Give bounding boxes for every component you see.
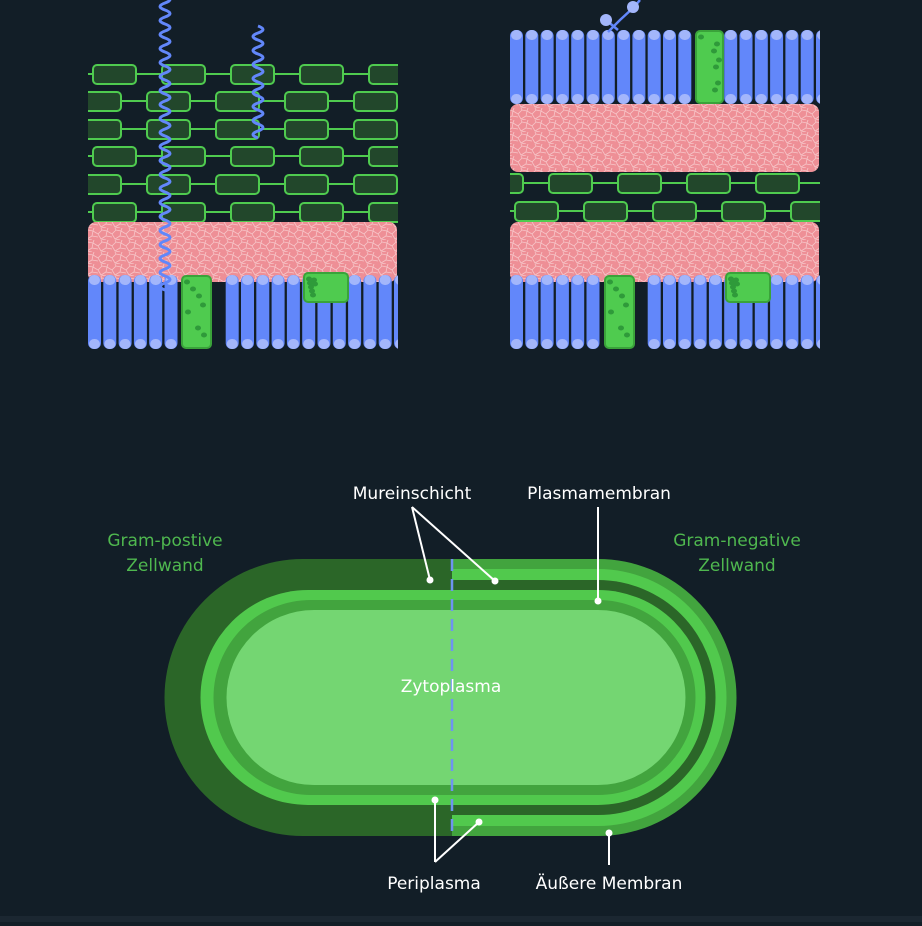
teichoic-acid-chains: [158, 0, 265, 292]
lipid: [785, 275, 799, 349]
lipid: [510, 30, 523, 104]
murein-strand: [510, 173, 820, 194]
outer-membrane-bilayer: [510, 30, 820, 104]
lipid: [647, 275, 661, 349]
lipid: [647, 30, 661, 104]
lipid: [149, 275, 163, 349]
bottom-strip: [0, 916, 922, 922]
lipid: [363, 275, 377, 349]
lipid: [256, 275, 270, 349]
lipid: [678, 275, 692, 349]
lipid: [555, 30, 569, 104]
lipid: [586, 30, 600, 104]
gram-negative-label: Gram-negative Zellwand: [673, 531, 801, 576]
lps-layer-upper: [510, 104, 819, 172]
polysaccharide-chain: [600, 0, 641, 33]
lipid: [678, 30, 692, 104]
lipid: [88, 275, 101, 349]
lipid: [586, 275, 600, 349]
lipid: [525, 275, 539, 349]
lipid: [271, 275, 285, 349]
lipid: [555, 275, 569, 349]
lipid: [693, 275, 707, 349]
murein-layer: [510, 173, 820, 222]
lipid: [816, 30, 820, 104]
murein-label: Mureinschicht: [353, 484, 472, 504]
gram-negative-panel: [510, 30, 820, 349]
murein-strand: [88, 64, 398, 85]
lipid: [601, 30, 615, 104]
plasma-membrane-label: Plasmamembran: [527, 484, 671, 504]
membrane-protein: [725, 272, 771, 303]
murein-strand: [88, 119, 398, 140]
murein-strand: [88, 146, 398, 167]
lipid: [632, 30, 646, 104]
outer-membrane-label: Äußere Membran: [536, 873, 683, 894]
gram-negative-label-line1: Gram-negative: [673, 531, 801, 551]
murein-strand: [88, 91, 398, 112]
plasma-membrane-callout: Plasmamembran: [527, 484, 671, 605]
lipid: [540, 275, 554, 349]
murein-strand: [88, 174, 398, 195]
gram-positive-panel: [88, 0, 398, 349]
lipid: [739, 30, 753, 104]
periplasm-label: Periplasma: [387, 874, 481, 894]
outer-membrane-callout: Äußere Membran: [536, 829, 683, 894]
teichoic-acid: [158, 0, 172, 292]
murein-layer: [88, 64, 398, 223]
gram-positive-label-line1: Gram-postive: [107, 531, 222, 551]
plasma-membrane-bilayer: [88, 272, 398, 349]
lps-layer-lower: [510, 222, 819, 282]
lipid: [724, 30, 738, 104]
murein-strand: [88, 202, 398, 223]
lps-layer: [88, 222, 397, 282]
lipid: [540, 30, 554, 104]
lipid: [770, 30, 784, 104]
lipid: [800, 30, 814, 104]
gram-positive-half: [164, 559, 452, 836]
lipid: [754, 30, 768, 104]
lipid: [617, 30, 631, 104]
lipid: [571, 30, 585, 104]
gram-negative-half: [452, 559, 737, 836]
membrane-protein: [604, 275, 635, 349]
lipid: [118, 275, 132, 349]
lipid: [571, 275, 585, 349]
lipid: [525, 30, 539, 104]
lipid: [241, 275, 254, 349]
periplasm-callout: Periplasma: [387, 796, 483, 894]
lipid: [510, 275, 523, 349]
lipid: [785, 30, 799, 104]
gram-positive-label-line2: Zellwand: [126, 556, 203, 576]
lipid: [133, 275, 147, 349]
lipid: [225, 275, 239, 349]
teichoic-acid: [251, 24, 265, 140]
lipid: [708, 275, 722, 349]
cytoplasm-label: Zytoplasma: [401, 677, 502, 697]
murein-strand: [510, 201, 820, 222]
lipid: [378, 275, 392, 349]
lipid: [770, 275, 784, 349]
lipid: [394, 275, 398, 349]
lipid: [663, 275, 676, 349]
lipid: [103, 275, 117, 349]
murein-callout: Mureinschicht: [353, 484, 499, 585]
gram-positive-label: Gram-postive Zellwand: [107, 531, 222, 576]
membrane-protein: [303, 272, 349, 303]
lipid: [800, 275, 814, 349]
bacterial-cell: Zytoplasma: [164, 559, 737, 836]
lipid: [663, 30, 676, 104]
lipid: [816, 275, 820, 349]
plasma-membrane-bilayer: [510, 272, 820, 349]
membrane-protein: [181, 275, 212, 349]
membrane-protein: [695, 30, 724, 104]
lipid: [164, 275, 178, 349]
lipid: [286, 275, 300, 349]
lipid: [348, 275, 362, 349]
gram-negative-label-line2: Zellwand: [698, 556, 775, 576]
